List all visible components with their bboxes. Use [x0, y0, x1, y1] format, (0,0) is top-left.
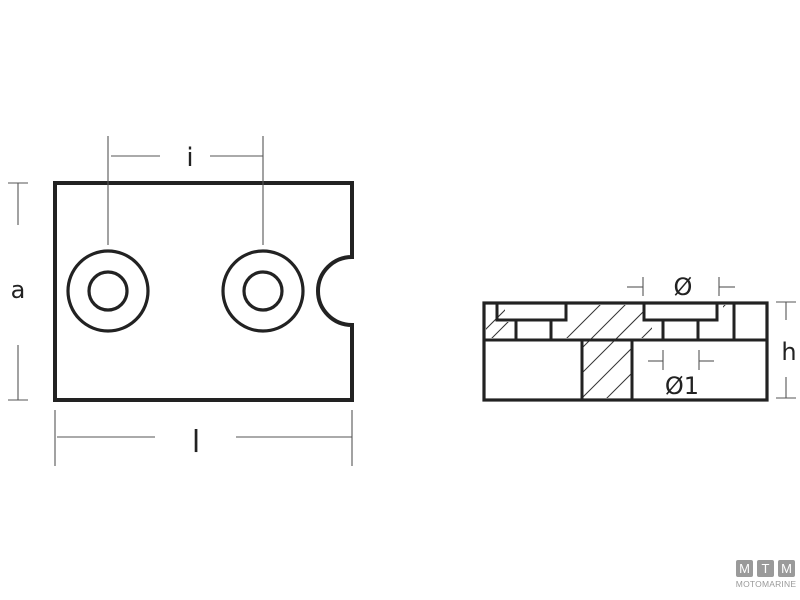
plate-outline: [53, 181, 354, 402]
dimension-label-inner-diameter: Ø1: [665, 372, 699, 400]
dimension-label-diameter: Ø: [674, 273, 693, 301]
right-hole-inner-ring: [242, 270, 284, 312]
left-hole-outer-ring: [66, 249, 150, 333]
left-hole-inner-ring: [87, 270, 129, 312]
section-outline: [482, 301, 769, 402]
motomarine-logo: M T M MOTOMARINE: [736, 560, 797, 589]
dimension-a: [8, 182, 28, 401]
logo-letter-3: M: [781, 561, 792, 576]
logo-letter-1: M: [739, 561, 750, 576]
dimension-label-h: h: [781, 338, 796, 366]
logo-letter-2: T: [762, 561, 770, 576]
section-hatching: [486, 305, 734, 398]
top-view: i a l: [8, 136, 354, 466]
right-bore-walls: [661, 320, 700, 340]
dimension-label-i: i: [186, 143, 193, 173]
dimension-diameter: [627, 277, 735, 296]
left-counterbore: [495, 303, 568, 322]
dimension-label-l: l: [192, 425, 200, 460]
right-counterbore: [642, 303, 719, 322]
dimension-h: [776, 301, 796, 399]
dimension-l: [54, 410, 353, 466]
dimension-i: [107, 136, 264, 245]
right-hole-outer-ring: [221, 249, 305, 333]
section-view: Ø Ø1 h: [482, 273, 797, 402]
dimension-inner-diameter: [648, 350, 714, 370]
logo-name: MOTOMARINE: [736, 579, 797, 589]
left-hole: [66, 249, 150, 333]
right-hole: [221, 249, 305, 333]
left-bore-walls: [514, 320, 553, 340]
dimension-label-a: a: [11, 276, 26, 304]
central-plug: [580, 340, 634, 402]
